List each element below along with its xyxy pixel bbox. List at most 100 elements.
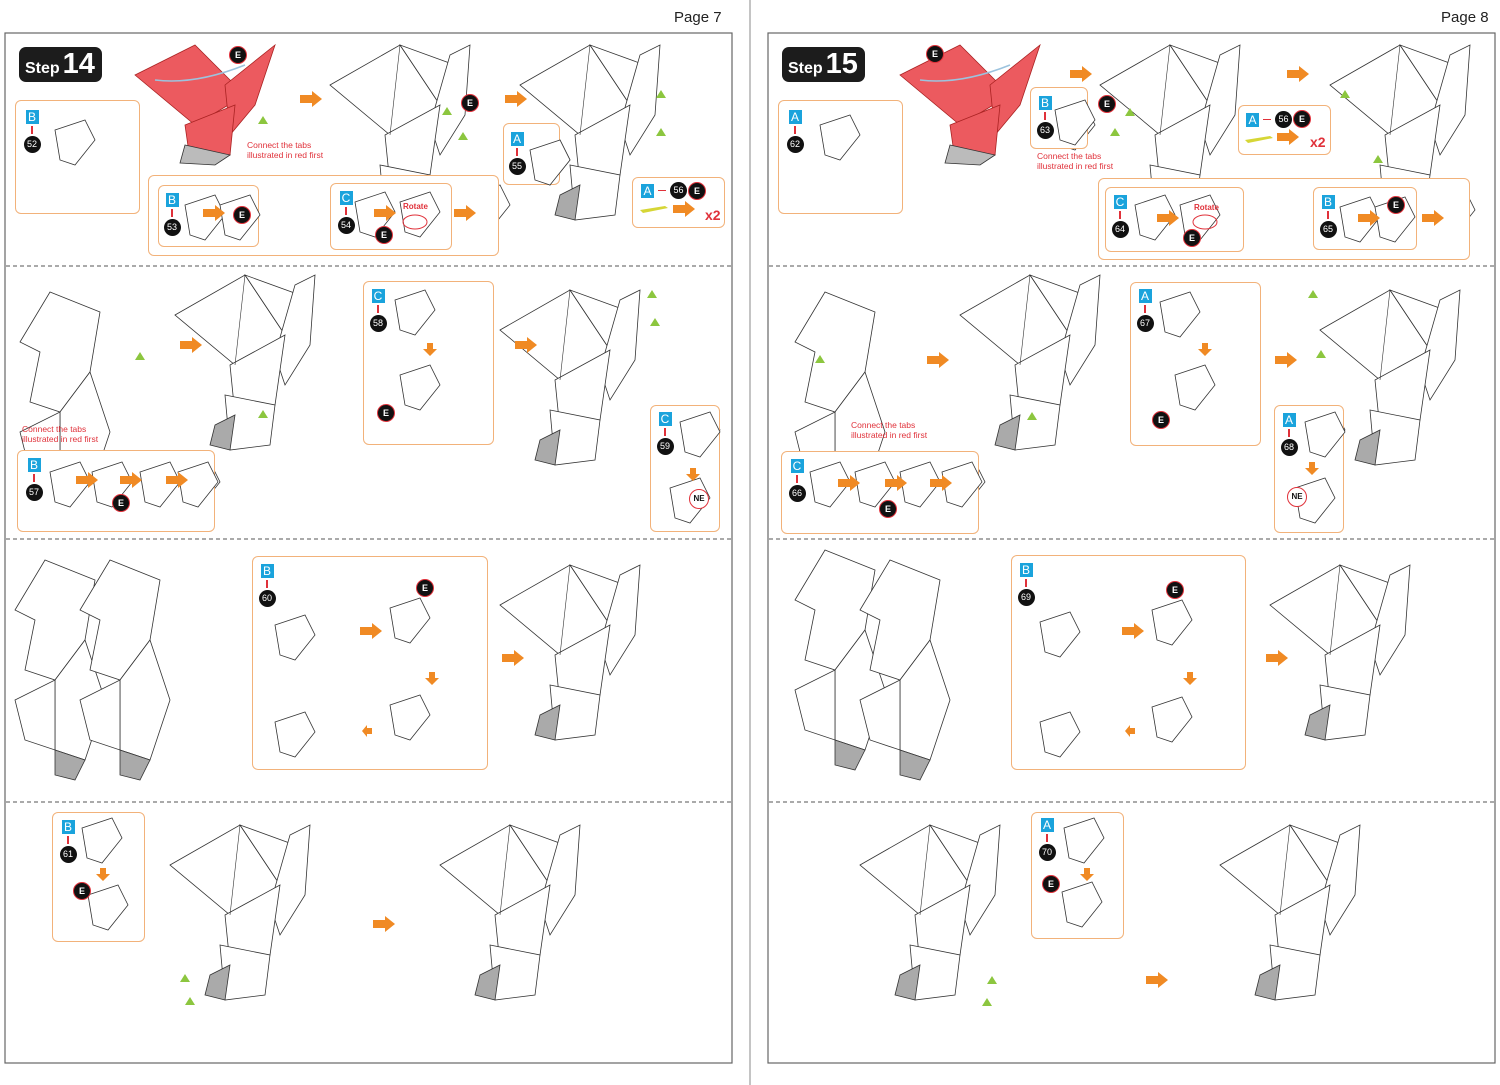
- part-letter: B: [1038, 96, 1052, 110]
- note-line: illustrated in red first: [851, 430, 928, 440]
- part-label-a-55: A 55: [508, 132, 526, 175]
- part-tick: [1044, 112, 1046, 120]
- part-letter: A: [788, 110, 802, 124]
- part-letter: B: [165, 193, 179, 207]
- e-marker: E: [416, 579, 434, 597]
- row-dividers: [6, 265, 1494, 803]
- part-tick: [31, 126, 33, 134]
- part-number: 62: [786, 136, 804, 153]
- part-letter: C: [658, 412, 672, 426]
- callout-box-60: [252, 556, 488, 770]
- e-marker: E: [1183, 229, 1201, 247]
- part-letter: B: [1019, 563, 1033, 577]
- ne-marker: NE: [1287, 487, 1307, 507]
- part-tick: [345, 207, 347, 215]
- part-number: 55: [508, 158, 526, 175]
- part-letter: A: [510, 132, 524, 146]
- note-line: Connect the tabs: [247, 140, 312, 150]
- part-label-c-54: C 54: [337, 191, 355, 234]
- note-line: illustrated in red first: [1037, 161, 1114, 171]
- rotate-label: Rotate: [1194, 203, 1219, 212]
- note-line: illustrated in red first: [22, 434, 99, 444]
- part-tick: [377, 305, 379, 313]
- part-tick: [266, 580, 268, 588]
- part-number: 64: [1111, 221, 1129, 238]
- part-letter: C: [339, 191, 353, 205]
- part-number: 65: [1319, 221, 1337, 238]
- part-number: 63: [1036, 122, 1054, 139]
- e-marker: E: [1152, 411, 1170, 429]
- part-tick: [1327, 211, 1329, 219]
- part-tick: [33, 474, 35, 482]
- times-two-label: x2: [1310, 134, 1326, 150]
- e-marker: E: [688, 182, 706, 200]
- note-line: Connect the tabs: [1037, 151, 1102, 161]
- part-label-a-70: A 70: [1038, 818, 1056, 861]
- part-number: 67: [1136, 315, 1154, 332]
- part-tick: [516, 148, 518, 156]
- e-marker: E: [112, 494, 130, 512]
- part-tick: [1263, 118, 1271, 121]
- part-letter: B: [61, 820, 75, 834]
- note-line: Connect the tabs: [22, 424, 87, 434]
- ne-marker: NE: [689, 489, 709, 509]
- callout-box-69: [1011, 555, 1246, 770]
- part-tick: [794, 126, 796, 134]
- part-label-b-61: B 61: [59, 820, 77, 863]
- part-tick: [1025, 579, 1027, 587]
- page-7-frame: [4, 32, 733, 1064]
- part-label-a-68: A 68: [1280, 413, 1298, 456]
- part-letter: B: [260, 564, 274, 578]
- part-number: 70: [1038, 844, 1056, 861]
- part-label-a-62: A 62: [786, 110, 804, 153]
- e-marker: E: [233, 206, 251, 224]
- part-label-c-59: C 59: [656, 412, 674, 455]
- part-number: 68: [1280, 439, 1298, 456]
- part-tick: [1288, 429, 1290, 437]
- callout-box-66: [781, 451, 979, 534]
- e-marker: E: [377, 404, 395, 422]
- e-marker: E: [229, 46, 247, 64]
- e-marker: E: [461, 94, 479, 112]
- e-marker: E: [1098, 95, 1116, 113]
- part-letter: A: [1040, 818, 1054, 832]
- part-tick: [1119, 211, 1121, 219]
- e-marker: E: [926, 45, 944, 63]
- part-letter: C: [1113, 195, 1127, 209]
- part-number: 54: [337, 217, 355, 234]
- part-number: 61: [59, 846, 77, 863]
- part-number: 69: [1017, 589, 1035, 606]
- e-marker: E: [73, 882, 91, 900]
- part-tick: [1144, 305, 1146, 313]
- step-14-badge: Step 14: [19, 47, 102, 82]
- step-15-badge: Step 15: [782, 47, 865, 82]
- rotate-label: Rotate: [403, 202, 428, 211]
- part-number: 66: [788, 485, 806, 502]
- page-8-frame: [767, 32, 1496, 1064]
- part-number: 59: [656, 438, 674, 455]
- step-number: 15: [825, 48, 858, 80]
- page-number-8: Page 8: [1441, 9, 1489, 26]
- part-label-b-63: B 63: [1036, 96, 1054, 139]
- e-marker: E: [1166, 581, 1184, 599]
- e-marker: E: [1387, 196, 1405, 214]
- part-letter: B: [25, 110, 39, 124]
- step-number: 14: [62, 48, 95, 80]
- part-tick: [1046, 834, 1048, 842]
- part-number: 56: [1275, 111, 1292, 128]
- callout-box-57: [17, 450, 215, 532]
- part-letter: A: [1282, 413, 1296, 427]
- e-marker: E: [375, 226, 393, 244]
- step-word: Step: [25, 60, 60, 77]
